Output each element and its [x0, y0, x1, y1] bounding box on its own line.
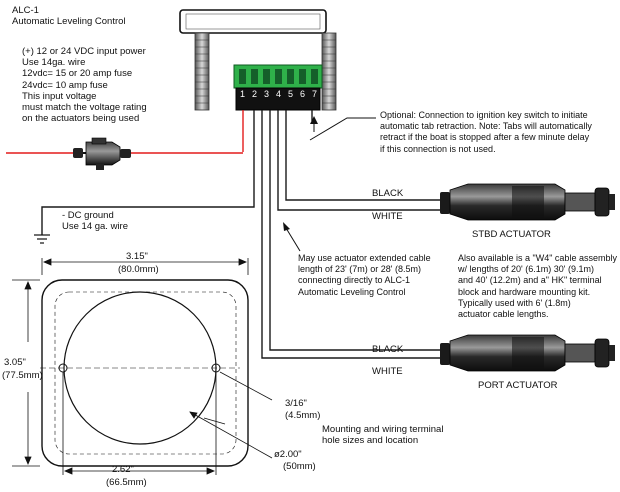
power-note-line: This input voltage: [22, 90, 97, 102]
power-note-line: on the actuators being used: [22, 113, 140, 125]
terminal-number-6: 6: [300, 89, 306, 99]
terminal-number-3: 3: [264, 89, 270, 99]
terminal-number-4: 4: [276, 89, 282, 99]
port-actuator-icon: [440, 334, 615, 372]
port-white-label: WHITE: [372, 366, 403, 377]
optional-connection-pointer: [309, 116, 376, 141]
terminal-block: [233, 64, 323, 111]
model-name: Automatic Leveling Control: [12, 16, 126, 27]
ground-note-line2: Use 14 ga. wire: [62, 221, 129, 232]
hole-size-mm: (4.5mm): [285, 410, 321, 421]
height-dimension-in: 3.05": [4, 357, 26, 368]
terminal-number-5: 5: [288, 89, 294, 99]
extended-cable-note: May use actuator extended cable length o…: [298, 253, 431, 297]
power-note-line: 24vdc= 10 amp fuse: [22, 79, 108, 91]
stbd-actuator-label: STBD ACTUATOR: [472, 229, 551, 240]
power-note: (+) 12 or 24 VDC input power Use 14ga. w…: [22, 46, 147, 124]
stbd-black-label: BLACK: [372, 188, 404, 199]
extended-cable-pointer: [283, 222, 301, 252]
terminal-number-2: 2: [252, 89, 258, 99]
power-note-line: must match the voltage rating: [22, 102, 147, 114]
width-dimension-in: 3.15": [126, 251, 148, 262]
mounting-stud-right: [321, 32, 337, 111]
control-unit: [179, 9, 337, 111]
terminal-number-1: 1: [240, 89, 246, 99]
power-note-line: (+) 12 or 24 VDC input power: [22, 46, 146, 57]
power-wire: [6, 137, 243, 170]
optional-ignition-note: Optional: Connection to ignition key swi…: [380, 110, 592, 154]
model-label: ALC-1: [12, 5, 39, 16]
fuse-holder-icon: [73, 137, 131, 170]
mounting-note: Mounting and wiring terminal hole sizes …: [322, 424, 444, 447]
stbd-actuator-icon: [440, 183, 615, 221]
port-actuator-label: PORT ACTUATOR: [478, 380, 558, 391]
center-hole-in: ø2.00": [274, 449, 302, 460]
terminal-number-7: 7: [312, 89, 318, 99]
mounting-stud-left: [194, 32, 210, 111]
hole-spacing-mm: (66.5mm): [106, 477, 147, 488]
wires: [41, 110, 448, 359]
ground-symbol-icon: [34, 234, 50, 244]
port-black-label: BLACK: [372, 344, 404, 355]
mounting-template: [40, 279, 249, 467]
center-hole-mm: (50mm): [283, 461, 316, 472]
power-note-line: Use 14ga. wire: [22, 57, 86, 69]
stbd-white-label: WHITE: [372, 211, 403, 222]
w4-cable-note: Also available is a "W4" cable assembly …: [458, 253, 617, 320]
height-dimension-mm: (77.5mm): [2, 370, 43, 381]
hole-spacing-in: 2.62": [112, 464, 134, 475]
dimension-lines: [12, 258, 273, 475]
power-note-line: 12vdc= 15 or 20 amp fuse: [22, 68, 133, 80]
hole-size-in: 3/16": [285, 398, 307, 409]
ground-note-line1: - DC ground: [62, 210, 114, 221]
width-dimension-mm: (80.0mm): [118, 264, 159, 275]
